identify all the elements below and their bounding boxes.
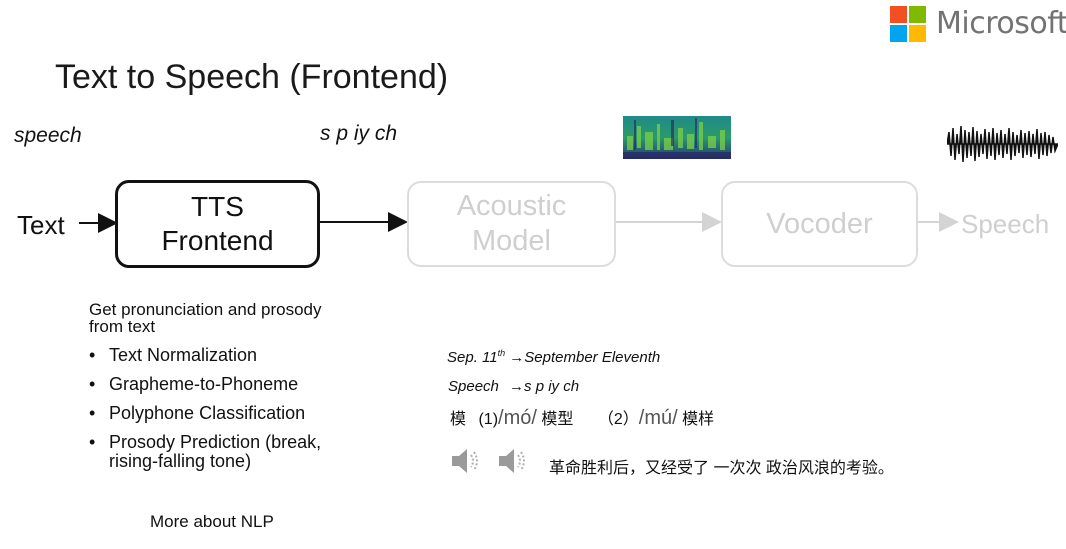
acoustic-model-line1: Acoustic [456,190,567,223]
acoustic-model-box: Acoustic Model [407,181,616,267]
acoustic-model-line2: Model [471,225,551,257]
g2p-example: Speech →s p iy ch [448,378,579,395]
frontend-description: Get pronunciation and prosody from text [89,300,322,336]
tts-frontend-box: TTS Frontend [115,180,320,268]
more-about-nlp-link[interactable]: More about NLP [150,512,274,531]
arrow-right-icon: → [509,378,525,395]
polyphone-1-pinyin: /mó/ [498,407,537,429]
page-title: Text to Speech (Frontend) [55,58,449,96]
normalization-superscript: th [497,348,506,358]
polyphone-1-num: (1) [478,411,499,428]
g2p-source: Speech [448,378,499,395]
polyphone-example: 模 (1)/mó/ 模型 （2）/mú/ 模样 [450,405,714,430]
polyphone-2-word: 模样 [682,411,715,428]
polyphone-char: 模 [450,411,467,428]
speech-word-label: speech [14,124,82,147]
vocoder-box: Vocoder [721,181,918,267]
logo-text: Microsoft [936,6,1066,41]
speaker-icon[interactable] [450,446,482,476]
frontend-tasks-list: Text Normalization Grapheme-to-Phoneme P… [86,346,349,481]
polyphone-2-num: （2） [597,411,639,428]
output-speech-label: Speech [961,209,1050,239]
normalization-example: Sep. 11th →September Eleventh [447,348,660,366]
speaker-icon[interactable] [497,446,529,476]
input-text-label: Text [17,210,65,240]
spectrogram-image [623,116,731,159]
normalization-source: Sep. 11 [447,349,498,366]
prosody-example: 革命胜利后，又经受了 一次次 政治风浪的考验。 [549,460,894,477]
tts-frontend-line1: TTS [191,191,244,223]
tts-frontend-line2: Frontend [161,225,274,256]
vocoder-label: Vocoder [766,207,873,240]
microsoft-logo: Microsoft [890,4,1066,44]
polyphone-2-pinyin: /mú/ [638,407,678,429]
phoneme-label: s p iy ch [320,122,398,145]
normalization-target: September Eleventh [524,349,661,366]
list-item: Text Normalization [86,346,349,366]
microsoft-logo-icon [890,6,926,42]
arrow-right-icon: → [509,349,525,366]
list-item: Polyphone Classification [86,404,349,424]
g2p-target: s p iy ch [524,378,580,395]
waveform-image [947,125,1058,163]
list-item: Prosody Prediction (break, rising-fallin… [86,433,349,471]
list-item: Grapheme-to-Phoneme [86,375,349,395]
polyphone-1-word: 模型 [541,411,574,428]
